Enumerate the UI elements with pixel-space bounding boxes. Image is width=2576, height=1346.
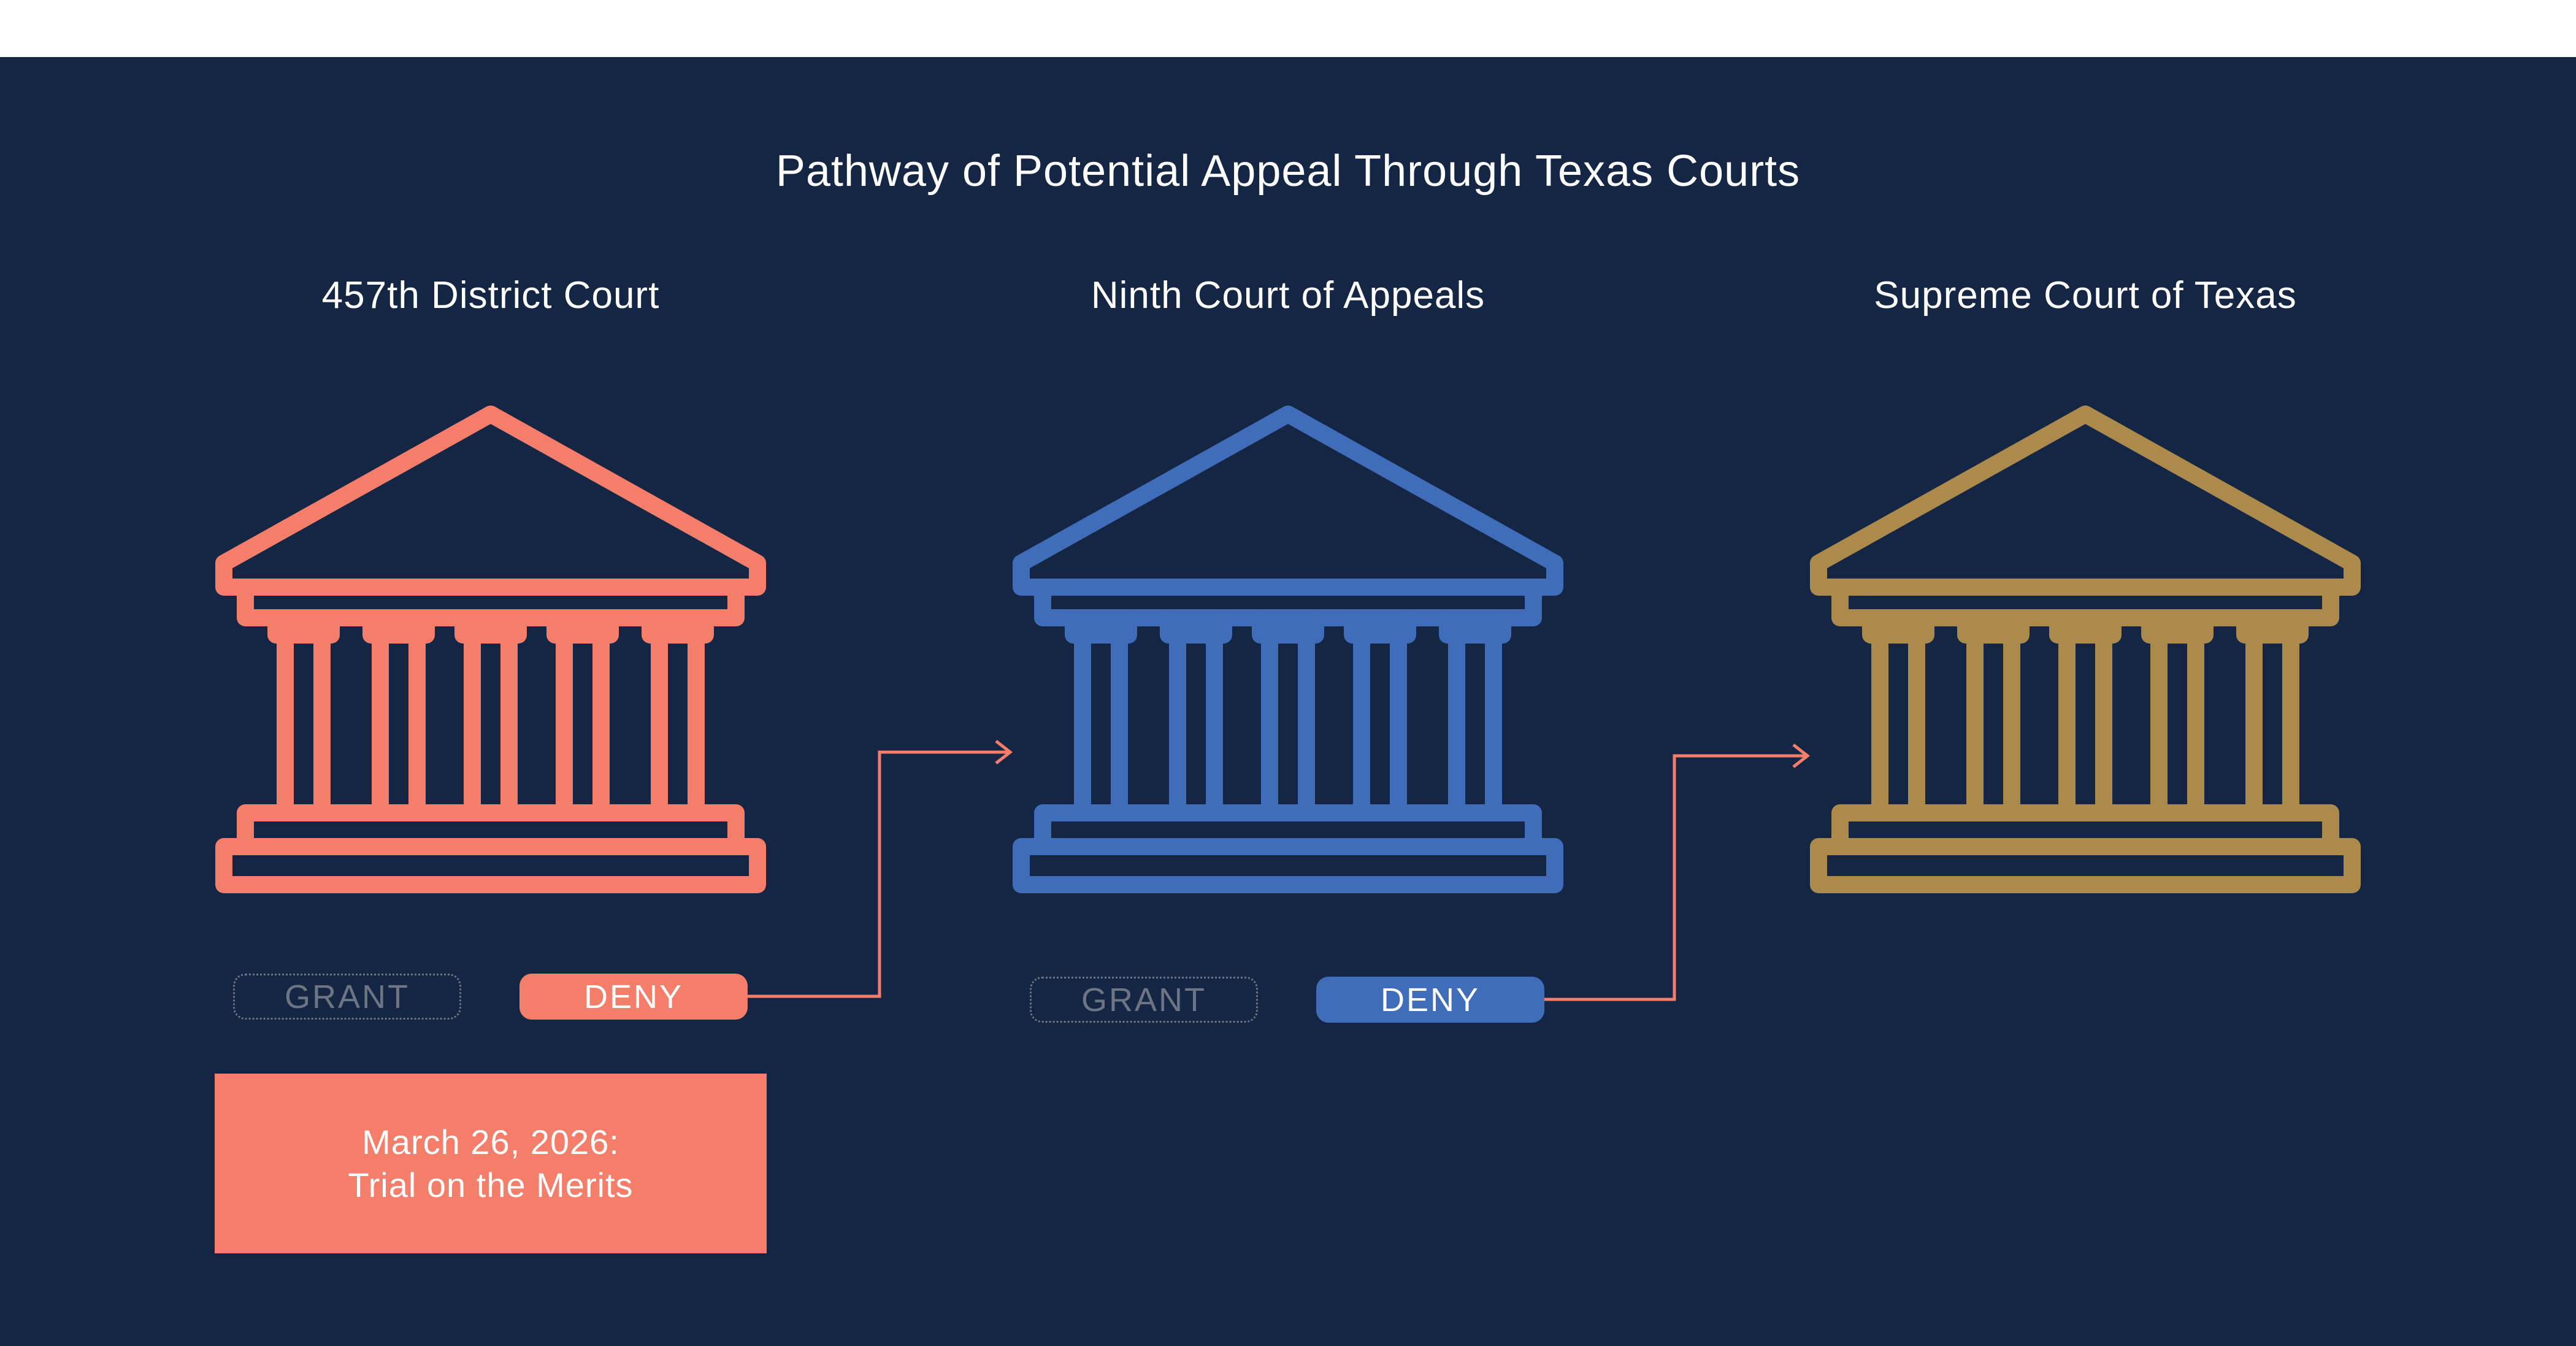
court-name-supreme: Supreme Court of Texas [1874, 274, 2297, 317]
courthouse-icon-district [224, 414, 757, 885]
trial-label: Trial on the Merits [348, 1165, 634, 1204]
courthouse-icon-supreme [1819, 414, 2352, 885]
trial-note-box: March 26, 2026: Trial on the Merits [215, 1074, 767, 1253]
trial-date: March 26, 2026: [362, 1122, 619, 1161]
arrow-appeals-to-supreme [1544, 754, 1806, 1001]
grant-button-appeals: GRANT [1030, 977, 1258, 1023]
court-name-district: 457th District Court [321, 274, 660, 317]
diagram-title: Pathway of Potential Appeal Through Texa… [775, 147, 1801, 196]
arrowhead-appeals-to-supreme [1792, 744, 1811, 768]
grant-button-district: GRANT [233, 974, 461, 1020]
deny-button-appeals: DENY [1316, 977, 1544, 1023]
deny-button-district: DENY [519, 974, 748, 1020]
arrow-district-to-appeals [748, 750, 1009, 998]
court-name-appeals: Ninth Court of Appeals [1091, 274, 1485, 317]
arrowhead-district-to-appeals [995, 740, 1013, 764]
courthouse-icon-appeals [1021, 414, 1555, 885]
